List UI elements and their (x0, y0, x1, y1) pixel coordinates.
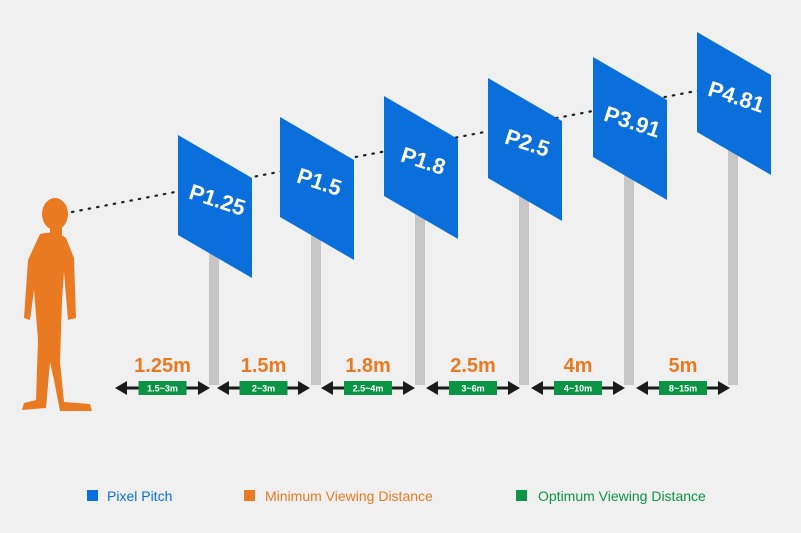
optimum-distance-label: 1.5~3m (147, 384, 178, 394)
legend-pixel-pitch-label: Pixel Pitch (107, 488, 172, 504)
sign-pole (415, 156, 425, 385)
person-icon (22, 198, 92, 411)
min-distance-label: 1.5m (241, 355, 287, 377)
legend-min-distance-swatch (244, 490, 255, 501)
optimum-distance-label: 3~6m (461, 384, 484, 394)
min-distance-label: 5m (669, 355, 698, 377)
arrow-right-icon (298, 381, 310, 395)
sign-3: P1.81.8m2.5~4m (321, 96, 458, 395)
sign-pole (209, 195, 219, 385)
arrow-right-icon (718, 381, 730, 395)
sign-4: P2.52.5m3~6m (426, 78, 562, 395)
legend: Pixel Pitch Minimum Viewing Distance Opt… (87, 488, 706, 504)
arrow-right-icon (403, 381, 415, 395)
legend-optimum-distance-swatch (516, 490, 527, 501)
optimum-distance-badge (138, 381, 187, 395)
optimum-distance-label: 4~10m (564, 384, 592, 394)
optimum-distance-badge (659, 381, 707, 395)
legend-optimum-distance-label: Optimum Viewing Distance (538, 488, 706, 504)
optimum-distance-badge (554, 381, 602, 395)
optimum-distance-label: 2.5~4m (353, 384, 384, 394)
sign-panel (697, 32, 771, 175)
sign-panel (280, 117, 354, 260)
sign-panel (593, 57, 667, 200)
arrow-left-icon (531, 381, 543, 395)
sign-pole (624, 117, 634, 385)
sign-panel (384, 96, 458, 239)
arrow-left-icon (426, 381, 438, 395)
min-distance-label: 1.8m (345, 355, 391, 377)
arrow-left-icon (636, 381, 648, 395)
arrow-right-icon (613, 381, 625, 395)
optimum-distance-badge (344, 381, 392, 395)
sign-pole (728, 92, 738, 385)
arrow-left-icon (321, 381, 333, 395)
sign-pole (311, 177, 321, 385)
optimum-distance-badge (449, 381, 497, 395)
sign-panel (178, 135, 252, 278)
min-distance-label: 2.5m (450, 355, 496, 377)
optimum-distance-badge (239, 381, 288, 395)
legend-pixel-pitch-swatch (87, 490, 98, 501)
optimum-distance-label: 2~3m (252, 384, 275, 394)
arrow-left-icon (217, 381, 229, 395)
arrow-right-icon (508, 381, 520, 395)
min-distance-label: 4m (564, 355, 593, 377)
arrow-right-icon (198, 381, 210, 395)
sign-panel (488, 78, 562, 221)
sign-2: P1.51.5m2~3m (217, 117, 354, 395)
optimum-distance-label: 8~15m (669, 384, 697, 394)
sign-pole (519, 138, 529, 385)
legend-min-distance-label: Minimum Viewing Distance (265, 488, 433, 504)
arrow-left-icon (115, 381, 127, 395)
min-distance-label: 1.25m (134, 355, 191, 377)
